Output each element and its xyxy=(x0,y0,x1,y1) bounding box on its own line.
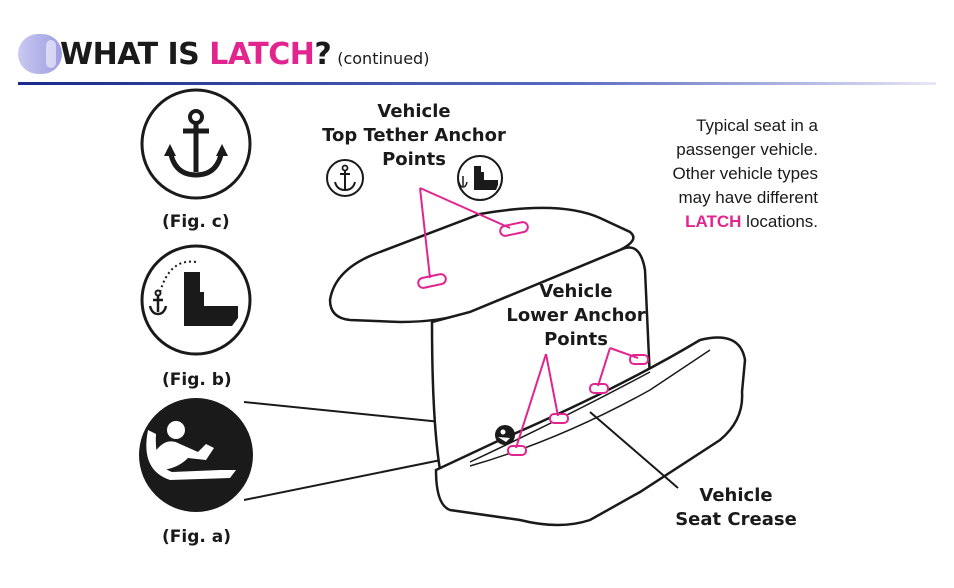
lower-anchor-label: Vehicle Lower Anchor Points xyxy=(500,280,652,352)
description-line-4: may have different xyxy=(678,188,818,207)
leader-line-seat-crease xyxy=(589,411,679,489)
description-accent: LATCH xyxy=(685,212,742,231)
seat-back-top xyxy=(328,206,635,324)
header-tab-decoration xyxy=(18,34,62,74)
top-tether-anchors xyxy=(417,221,529,289)
small-tether-seat-icon xyxy=(457,155,503,201)
description-line-2: passenger vehicle. xyxy=(676,140,818,159)
seat-crease-line-1: Vehicle xyxy=(699,485,773,506)
description-line-1: Typical seat in a xyxy=(696,116,818,135)
top-tether-line-2: Top Tether Anchor xyxy=(322,125,506,146)
description-rest: locations. xyxy=(741,212,818,231)
description-line-5: LATCH locations. xyxy=(628,210,818,234)
seat-crease-label: Vehicle Seat Crease xyxy=(674,484,798,532)
fig-c-anchor-icon xyxy=(140,88,252,200)
fig-c-caption: (Fig. c) xyxy=(162,212,230,232)
top-tether-line-1: Vehicle xyxy=(377,101,451,122)
seat-cushion xyxy=(434,336,747,527)
top-tether-label: Vehicle Top Tether Anchor Points xyxy=(316,100,512,172)
fig-a-caption: (Fig. a) xyxy=(162,527,231,547)
title-prefix: WHAT IS xyxy=(60,37,210,72)
fig-b-tether-seat-icon xyxy=(140,244,252,356)
lower-anchor-line-2: Lower Anchor xyxy=(506,305,646,326)
small-anchor-icon xyxy=(326,159,364,197)
seat-crease-line-2: Seat Crease xyxy=(675,509,797,530)
description-text: Typical seat in a passenger vehicle. Oth… xyxy=(628,114,818,234)
top-tether-line-3: Points xyxy=(382,149,446,170)
title-continued: (continued) xyxy=(337,49,430,68)
fig-a-lower-anchor-icon xyxy=(139,398,253,512)
lower-anchor-line-3: Points xyxy=(544,329,608,350)
description-line-3: Other vehicle types xyxy=(672,164,818,183)
leader-lines-top-tether xyxy=(419,187,511,279)
title-suffix: ? xyxy=(314,37,332,72)
lower-anchor-line-1: Vehicle xyxy=(539,281,613,302)
seat-anchor-badge-icon xyxy=(495,425,515,445)
header-rule xyxy=(18,82,936,85)
fig-b-caption: (Fig. b) xyxy=(162,370,232,390)
page-title: WHAT IS LATCH? (continued) xyxy=(60,34,429,76)
leader-lines-lower-anchor xyxy=(515,347,639,449)
title-accent: LATCH xyxy=(209,37,315,72)
